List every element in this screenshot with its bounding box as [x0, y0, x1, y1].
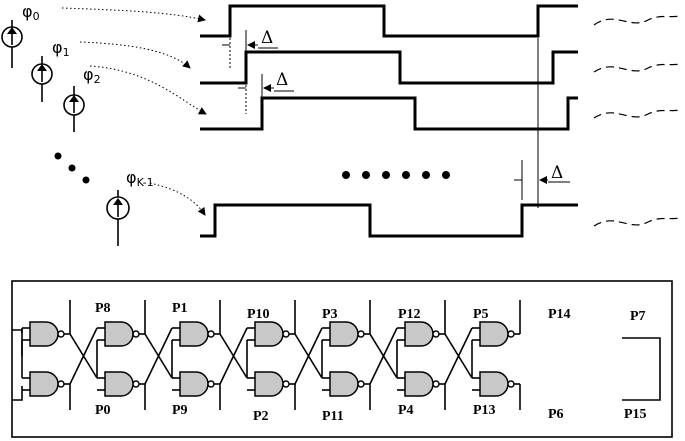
nand-top-3	[247, 321, 290, 347]
nand-top-6	[472, 321, 515, 347]
waveform-phik1	[200, 203, 578, 238]
delta-marker-1	[222, 30, 278, 70]
tap-bottom-4: P4	[398, 403, 414, 418]
nand-bottom-0	[22, 371, 65, 397]
nand-bottom-1	[97, 371, 140, 397]
delta-label-3: Δ	[551, 163, 563, 183]
nand-top-4	[322, 321, 365, 347]
phase-label-phik1: φK-1	[126, 168, 154, 189]
delta-marker-3	[514, 38, 570, 208]
ring-oscillator	[11, 280, 673, 438]
phase-label-phi2: φ2	[83, 65, 101, 86]
tap-bottom-0: P0	[95, 403, 111, 418]
nand-bottom-6	[472, 371, 515, 397]
delta-label-2: Δ	[276, 70, 288, 90]
tap-bottom-3: P11	[322, 409, 344, 424]
phase-label-phi1: φ1	[52, 38, 70, 59]
phase-label-phi0: φ0	[22, 2, 40, 23]
waveform-phi0	[200, 4, 578, 38]
tap-top-1: P1	[172, 301, 188, 316]
tap-bottom-7: P15	[624, 407, 647, 422]
nand-bottom-2	[172, 371, 215, 397]
current-source-phi2	[63, 86, 85, 132]
delta-label-1: Δ	[261, 28, 273, 48]
current-source-phik1	[106, 190, 130, 246]
delta-marker-2	[238, 74, 294, 114]
tap-bottom-1: P9	[172, 403, 188, 418]
nand-bottom-4	[322, 371, 365, 397]
nand-bottom-3	[247, 371, 290, 397]
tap-bottom-5: P13	[473, 403, 496, 418]
tap-top-2: P10	[247, 307, 270, 322]
vertical-ellipsis-dots	[54, 152, 90, 184]
nand-top-1	[97, 321, 140, 347]
waveform-phi1	[200, 50, 578, 85]
ring-outer-frame	[11, 280, 673, 438]
tap-bottom-6: P6	[548, 407, 564, 422]
waveform-continuation	[593, 15, 681, 227]
phase-arrows	[61, 7, 207, 216]
nand-top-0	[22, 321, 65, 347]
current-source-phi0	[1, 20, 23, 68]
tap-top-4: P12	[398, 307, 421, 322]
tap-top-3: P3	[322, 307, 338, 322]
tap-top-5: P5	[473, 307, 489, 322]
nand-top-2	[172, 321, 215, 347]
nand-top-5	[397, 321, 440, 347]
tap-top-7: P7	[630, 309, 646, 324]
horizontal-ellipsis	[342, 171, 450, 179]
tap-top-6: P14	[548, 307, 571, 322]
tap-bottom-2: P2	[253, 409, 269, 424]
current-source-phi1	[31, 56, 53, 102]
nand-bottom-5	[397, 371, 440, 397]
waveform-phi2	[200, 96, 578, 131]
tap-top-0: P8	[95, 301, 111, 316]
